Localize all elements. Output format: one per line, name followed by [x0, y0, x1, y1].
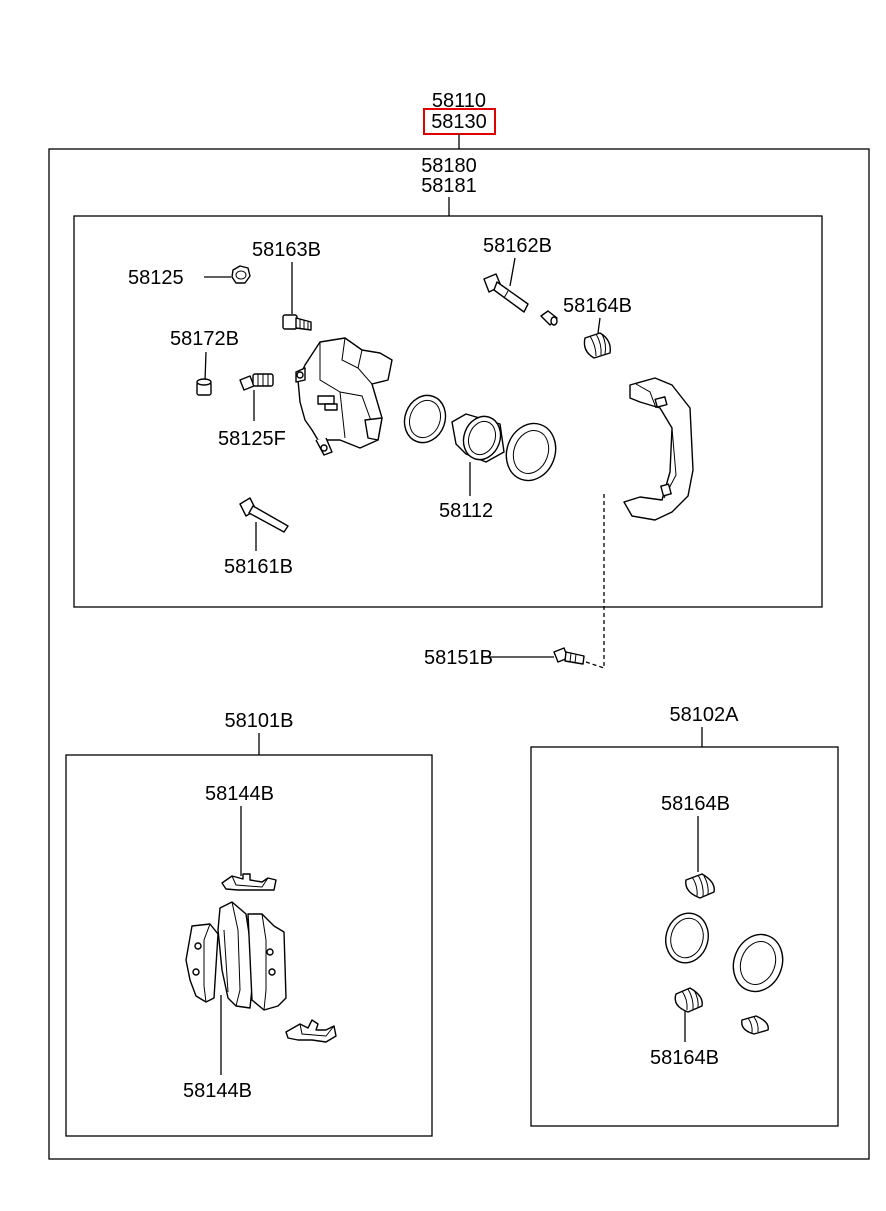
- label-58101b[interactable]: 58101B: [225, 710, 294, 732]
- guide-pin-bottom-icon: [239, 497, 289, 533]
- label-58110[interactable]: 58110: [432, 90, 486, 112]
- caliper-bracket-icon: [623, 377, 694, 521]
- label-58112[interactable]: 58112: [439, 500, 493, 522]
- label-58181[interactable]: 58181: [421, 175, 477, 197]
- label-58164b-top[interactable]: 58164B: [563, 295, 632, 317]
- label-58125f[interactable]: 58125F: [218, 428, 286, 450]
- nut-icon: [231, 265, 251, 284]
- label-58102a[interactable]: 58102A: [670, 704, 740, 726]
- caliper-frame: [73, 215, 823, 608]
- leader-line: [597, 317, 601, 334]
- seal-kit-frame: [530, 746, 839, 1127]
- piston-icon: [451, 413, 505, 463]
- label-58180[interactable]: 58180: [421, 155, 477, 177]
- label-58125[interactable]: 58125: [128, 267, 184, 289]
- boot-top-icon: [583, 332, 611, 359]
- pad-clip-bottom-icon: [285, 1019, 337, 1043]
- mount-bolt-icon: [553, 647, 585, 665]
- leader-line: [509, 257, 516, 287]
- leader-line: [204, 351, 207, 382]
- outer-frame: [48, 148, 870, 1160]
- bleeder-plug-icon: [239, 373, 274, 391]
- piston-seal-ring-icon: [403, 394, 447, 444]
- label-58164b-seal-top[interactable]: 58164B: [661, 793, 730, 815]
- guide-pin-top-icon: [483, 273, 529, 313]
- seal-boot-bottom-icon: [674, 987, 703, 1013]
- label-58161b[interactable]: 58161B: [224, 556, 293, 578]
- brake-pad-right-icon: [247, 913, 287, 1011]
- label-58172b[interactable]: 58172B: [170, 328, 239, 350]
- dashed-leader: [579, 494, 605, 669]
- cap-icon: [196, 378, 212, 396]
- seal-boot-top-icon: [685, 873, 715, 899]
- label-58130[interactable]: 58130: [431, 111, 487, 133]
- label-58144b-bottom[interactable]: 58144B: [183, 1080, 252, 1102]
- label-58162b[interactable]: 58162B: [483, 235, 552, 257]
- caliper-housing-icon: [295, 337, 393, 456]
- pad-kit-frame: [65, 754, 433, 1137]
- seal-dust-boot-icon: [732, 933, 784, 993]
- label-58144b-top[interactable]: 58144B: [205, 783, 274, 805]
- dust-boot-ring-icon: [505, 422, 557, 482]
- label-58163b[interactable]: 58163B: [252, 239, 321, 261]
- brake-pad-left-icon: [185, 923, 219, 1003]
- seal-small-boot-icon: [741, 1015, 769, 1035]
- bleeder-screw-icon: [282, 314, 312, 331]
- sleeve-icon: [540, 310, 558, 326]
- brake-pad-center-icon: [217, 901, 253, 1009]
- seal-ring-icon: [665, 912, 709, 964]
- label-58164b-seal-bottom[interactable]: 58164B: [650, 1047, 719, 1069]
- label-58151b[interactable]: 58151B: [424, 647, 493, 669]
- pad-clip-top-icon: [221, 873, 277, 891]
